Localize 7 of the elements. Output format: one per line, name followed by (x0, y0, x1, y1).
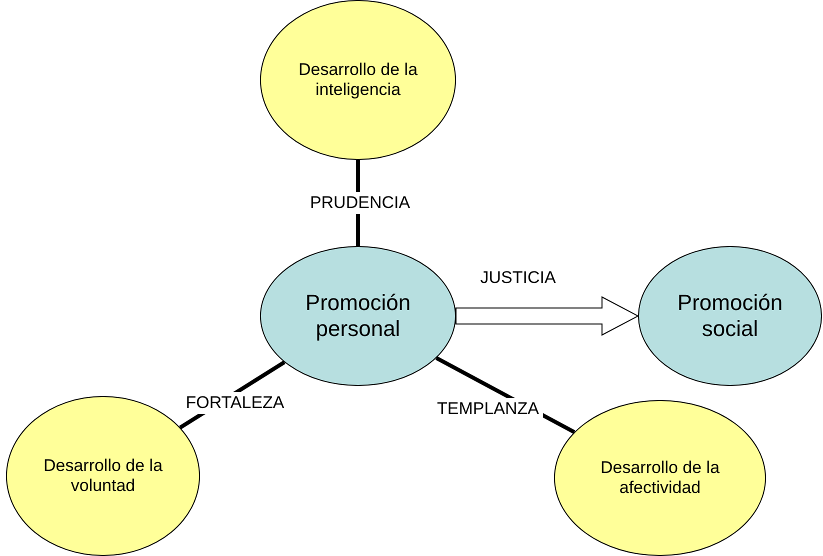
node-label: Promoción personal (304, 290, 412, 342)
block-arrow (456, 296, 640, 336)
node-label: Desarrollo de la inteligencia (297, 60, 419, 100)
node-label: Desarrollo de la voluntad (42, 456, 164, 496)
node-label: Desarrollo de la afectividad (599, 458, 721, 498)
edge-label: JUSTICIA (479, 267, 557, 289)
node-label: Promoción social (676, 290, 784, 342)
